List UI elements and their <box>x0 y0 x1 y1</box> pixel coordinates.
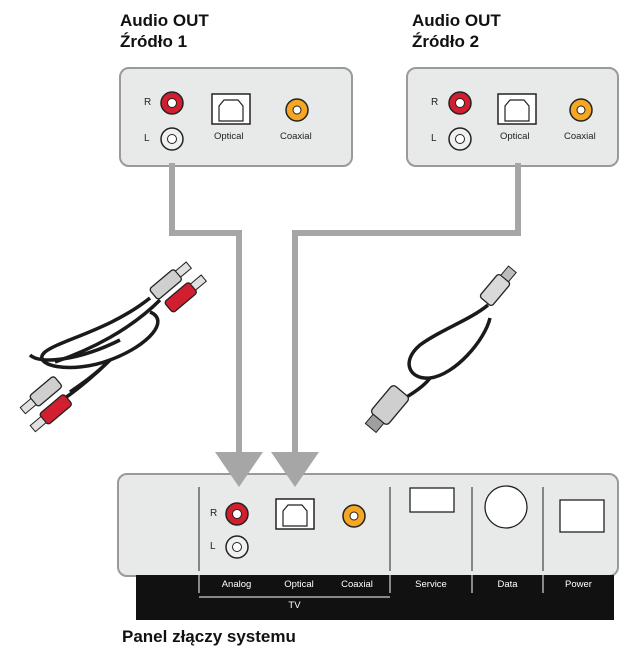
optical-port <box>275 498 315 530</box>
source-2-l-label: L <box>431 133 437 144</box>
source-1-coaxial-label: Coaxial <box>280 131 312 142</box>
system-panel-connectors <box>198 485 605 571</box>
service-port <box>409 487 455 513</box>
source-2-coaxial-label: Coaxial <box>564 131 596 142</box>
source-2-title: Audio OUT Źródło 2 <box>412 10 501 52</box>
source-1-l-label: L <box>144 133 150 144</box>
bar-label-tv: TV <box>288 600 301 611</box>
arrow-down-icon <box>271 452 319 487</box>
bar-label-power: Power <box>565 579 592 590</box>
arrow-down-icon <box>215 452 263 487</box>
source-2-connectors <box>448 91 593 151</box>
bar-label-data: Data <box>497 579 518 590</box>
optical-cable-icon <box>364 265 517 434</box>
rca-cable-icon <box>19 261 208 433</box>
bar-label-analog: Analog <box>221 579 252 590</box>
source-1-title: Audio OUT Źródło 1 <box>120 10 209 52</box>
bar-label-service: Service <box>415 579 447 590</box>
source-1-connectors <box>160 91 309 151</box>
source-2-title-line2: Źródło 2 <box>412 32 480 51</box>
system-panel-box <box>117 473 619 577</box>
panel-r-label: R <box>210 508 218 519</box>
source-2-optical-label: Optical <box>500 131 530 142</box>
bar-label-coaxial: Coaxial <box>341 579 373 590</box>
panel-l-label: L <box>210 541 216 552</box>
source-1-title-line1: Audio OUT <box>120 11 209 30</box>
source-1-r-label: R <box>144 97 152 108</box>
line-source-2 <box>292 163 521 455</box>
connection-lines <box>169 163 521 455</box>
data-port <box>484 485 528 529</box>
source-2-r-label: R <box>431 97 439 108</box>
source-1-optical-label: Optical <box>214 131 244 142</box>
source-2-title-line1: Audio OUT <box>412 11 501 30</box>
bar-label-optical: Optical <box>284 579 314 590</box>
power-port <box>559 499 605 533</box>
optical-port <box>211 93 251 125</box>
line-source-1 <box>169 163 242 455</box>
source-1-title-line2: Źródło 1 <box>120 32 188 51</box>
system-panel-title: Panel złączy systemu <box>122 627 296 646</box>
optical-port <box>497 93 537 125</box>
